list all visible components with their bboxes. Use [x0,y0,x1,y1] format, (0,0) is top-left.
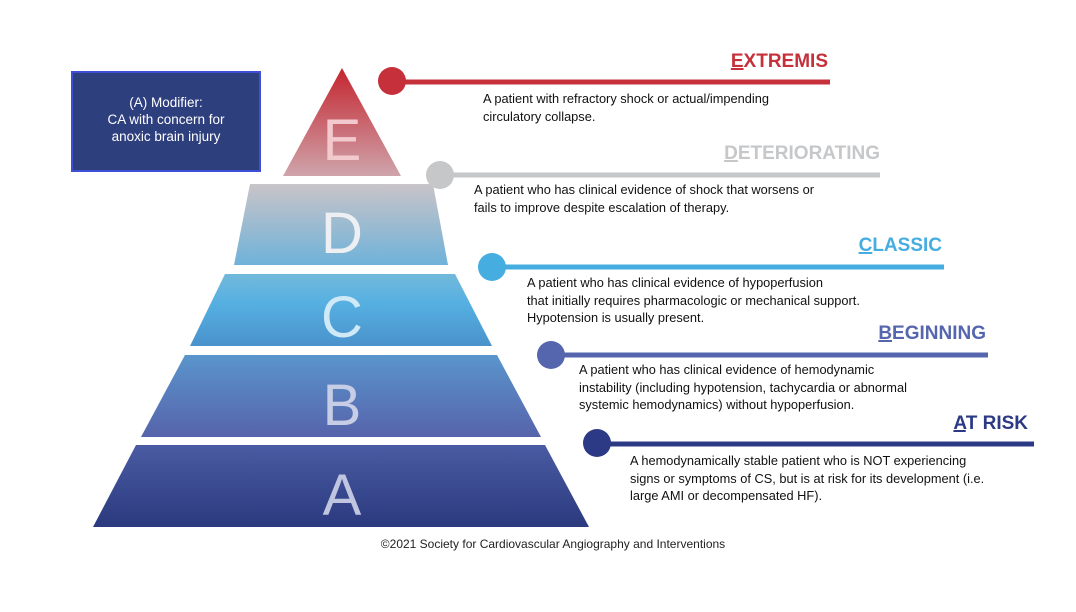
tier-c [190,274,492,346]
bullet-b [537,341,565,369]
tier-b [141,355,541,437]
modifier-line: (A) Modifier: [129,95,203,110]
tier-letter-a: A [323,463,362,528]
tier-d [234,184,448,265]
bullet-c [478,253,506,281]
stage-desc-extremis: A patient with refractory shock or actua… [483,91,769,124]
tier-letter-e: E [323,108,362,173]
stage-desc-at-risk: A hemodynamically stable patient who is … [630,453,985,503]
bullet-d [426,161,454,189]
modifier-line: CA with concern for [107,112,225,127]
stage-title-extremis: EXTREMIS [730,51,828,72]
stage-title-deteriorating: DETERIORATING [724,143,880,164]
stage-title-at-risk: AT RISK [953,413,1028,434]
tier-e [283,68,401,176]
stage-desc-classic: A patient who has clinical evidence of h… [527,275,860,325]
bullet-a [583,429,611,457]
bullet-e [378,67,406,95]
tier-letter-c: C [321,285,363,350]
stage-desc-beginning: A patient who has clinical evidence of h… [579,362,907,412]
stage-title-beginning: BEGINNING [878,323,986,344]
tier-letter-d: D [321,201,363,266]
tier-letter-b: B [323,373,362,438]
modifier-line: anoxic brain injury [111,129,221,144]
tier-a [93,445,589,527]
copyright-footer: ©2021 Society for Cardiovascular Angiogr… [380,537,726,551]
modifier-box: (A) Modifier: CA with concern for anoxic… [71,71,261,172]
stage-title-classic: CLASSIC [858,235,942,256]
stage-desc-deteriorating: A patient who has clinical evidence of s… [474,182,815,215]
